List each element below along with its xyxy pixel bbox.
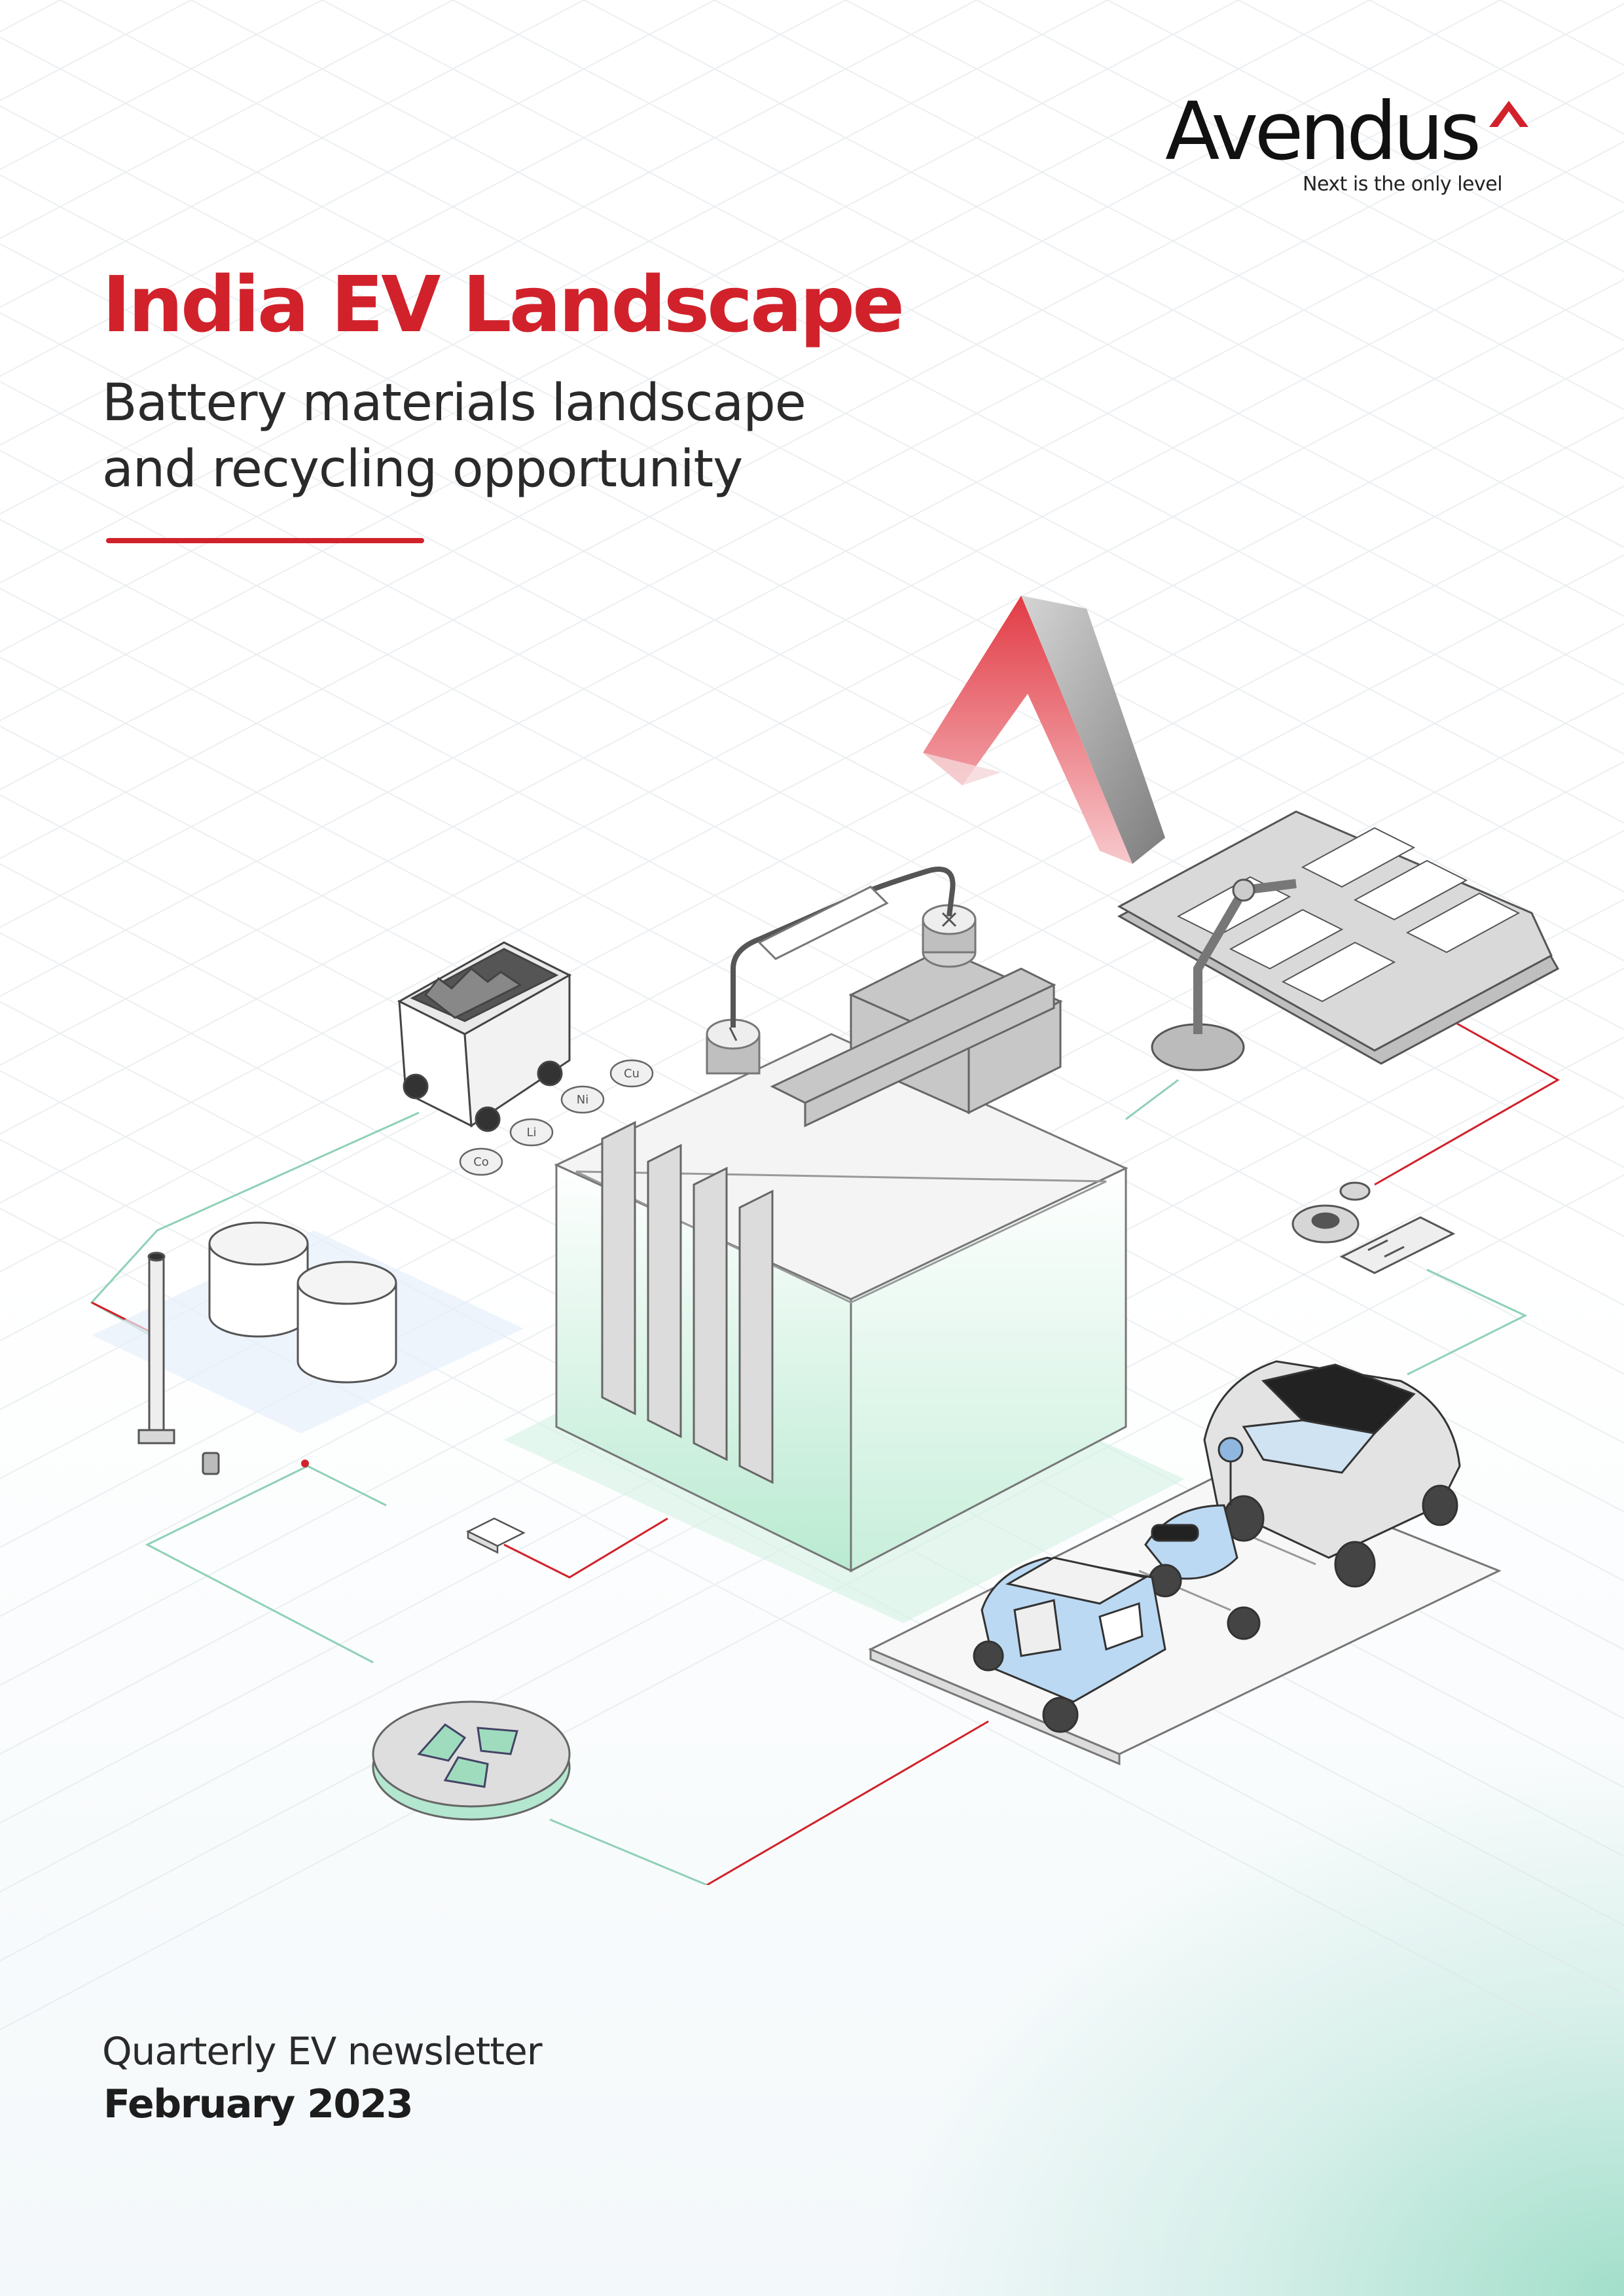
newsletter-date: February 2023 bbox=[103, 2081, 414, 2127]
title-divider bbox=[106, 538, 424, 543]
circuit-chip bbox=[466, 1517, 526, 1554]
robotic-arm-assembly bbox=[1117, 810, 1560, 1071]
subtitle-line-1: Battery materials landscape bbox=[102, 374, 806, 433]
auto-rickshaw bbox=[973, 1556, 1166, 1733]
cover-title: India EV Landscape bbox=[102, 259, 905, 350]
caret-icon bbox=[1489, 101, 1528, 127]
mining-cart bbox=[397, 941, 572, 1132]
svg-text:Ni: Ni bbox=[577, 1093, 588, 1107]
battery-cell bbox=[554, 867, 1128, 1573]
gear-and-board bbox=[1291, 1181, 1456, 1274]
element-coins: Co Li Ni Cu bbox=[459, 1059, 654, 1176]
connector-lines bbox=[90, 1016, 1561, 1885]
brand-wordmark: Avendus bbox=[1165, 85, 1481, 178]
battery-terminals bbox=[706, 904, 977, 1075]
coin-ni: Ni bbox=[560, 1085, 605, 1114]
brand-tagline: Next is the only level bbox=[1303, 173, 1503, 196]
svg-text:Co: Co bbox=[473, 1155, 489, 1169]
caret-sculpture bbox=[923, 596, 1165, 864]
car bbox=[1203, 1360, 1461, 1588]
subtitle-line-2: and recycling opportunity bbox=[102, 440, 743, 499]
coin-cu: Cu bbox=[609, 1059, 654, 1088]
scooter bbox=[1144, 1437, 1261, 1640]
cover-subtitle: Battery materials landscape and recyclin… bbox=[102, 370, 953, 503]
svg-text:Li: Li bbox=[526, 1126, 536, 1139]
ev-ecosystem-illustration: Co Li Ni Cu bbox=[90, 596, 1561, 1885]
resistor bbox=[757, 886, 889, 960]
recycling-platform bbox=[372, 1700, 571, 1821]
avendus-logo[interactable]: Avendus Next is the only level bbox=[1165, 92, 1532, 203]
newsletter-series: Quarterly EV newsletter bbox=[102, 2029, 543, 2073]
coin-co: Co bbox=[459, 1147, 503, 1176]
storage-tanks bbox=[137, 1221, 397, 1475]
svg-text:Cu: Cu bbox=[624, 1067, 640, 1081]
coin-li: Li bbox=[509, 1118, 554, 1147]
